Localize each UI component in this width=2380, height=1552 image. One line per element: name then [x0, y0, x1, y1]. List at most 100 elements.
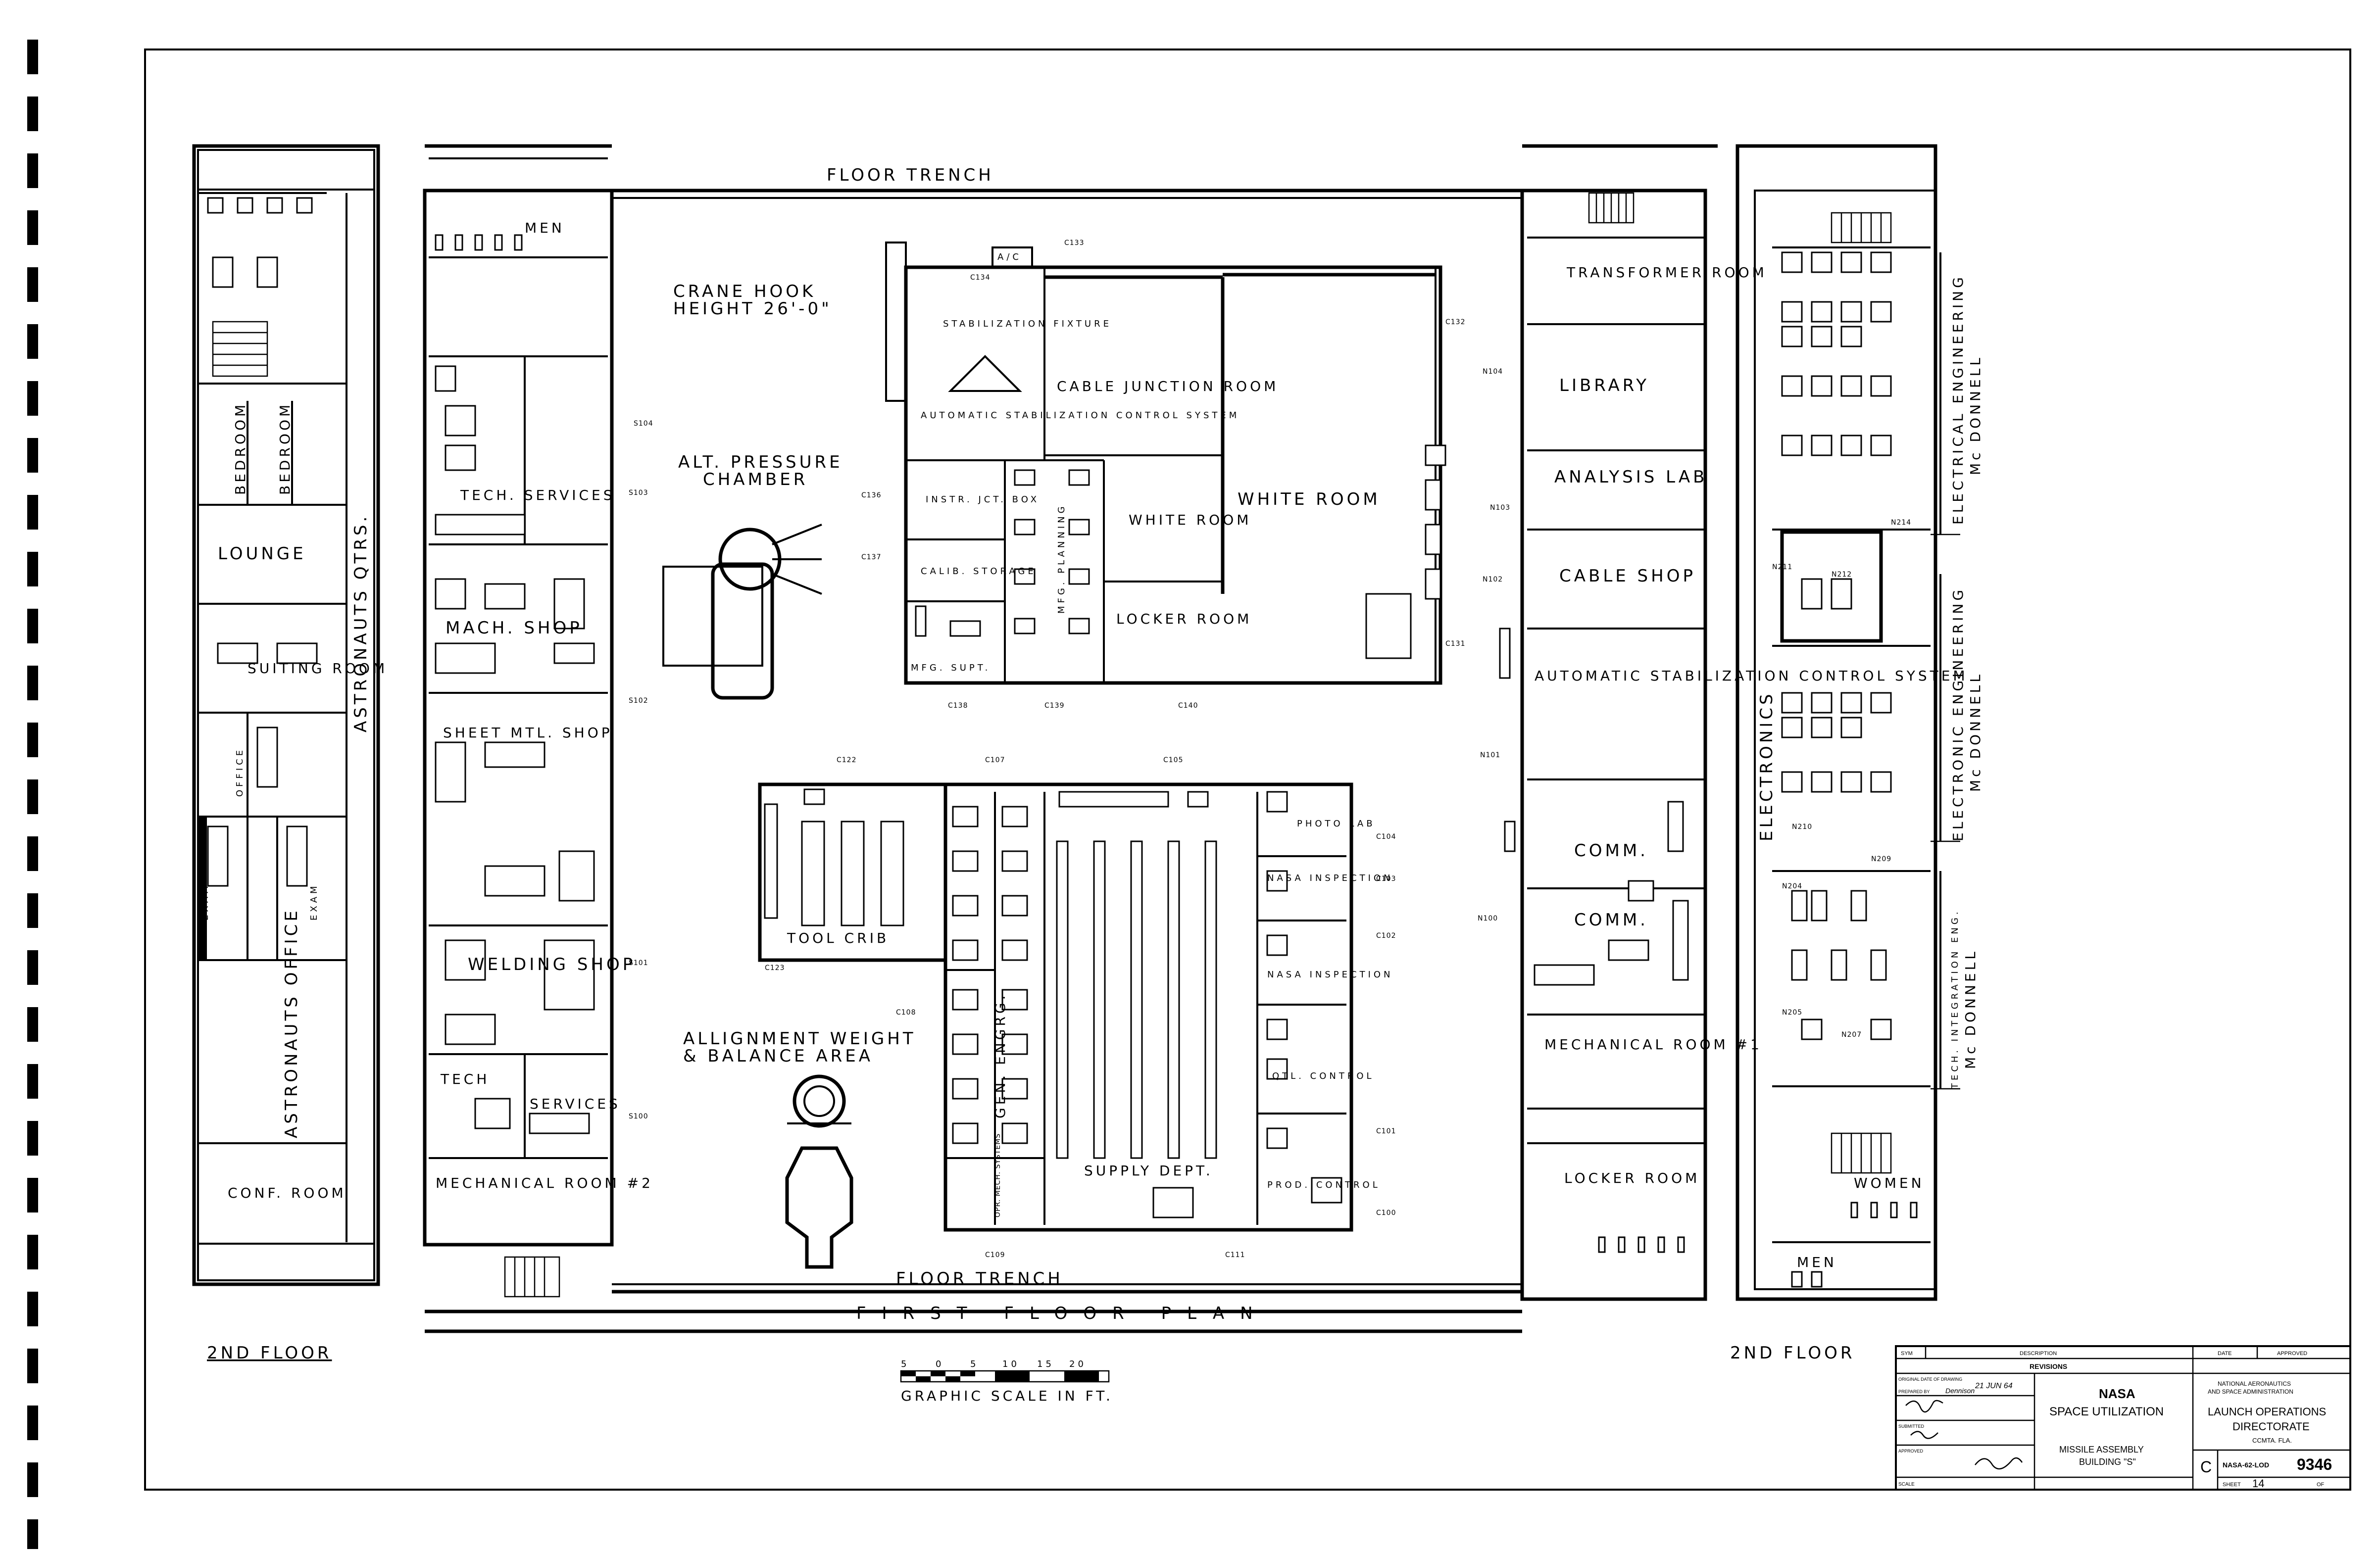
main-hall	[425, 144, 1718, 1333]
door-tag: N214	[1891, 519, 1911, 527]
tb-location: CCMTA. FLA.	[2252, 1437, 2292, 1444]
room-label: SERVICES	[530, 1096, 621, 1112]
door-tag: C123	[765, 964, 785, 972]
room-label: MFG. SUPT.	[911, 663, 991, 673]
door-tag: S101	[629, 959, 648, 967]
door-tag: N207	[1841, 1031, 1862, 1039]
floor-trench-label: FLOOR TRENCH	[896, 1269, 1063, 1289]
door-tag: N205	[1782, 1009, 1802, 1017]
door-tag: N211	[1772, 563, 1792, 571]
door-tag: C103	[1376, 875, 1396, 883]
door-tag: S103	[629, 489, 648, 497]
room-label: OFFICE	[235, 747, 245, 797]
tb-building-line2: BUILDING "S"	[2079, 1457, 2136, 1467]
door-tag: C102	[1376, 932, 1396, 940]
door-tag: C139	[1044, 702, 1065, 710]
room-label: MEN	[1797, 1254, 1837, 1270]
room-label: INSTR. JCT. BOX	[926, 494, 1040, 505]
lower-center-complex: TOOL CRIB GEN. ENGRG. OPR. MECH. SYSTEMS…	[758, 756, 1396, 1259]
door-tag: N102	[1483, 576, 1503, 583]
scale-tick: 5	[970, 1359, 979, 1369]
left-shops-block: MEN TECH. SERVICES MACH. SHOP SHEET MTL.…	[423, 144, 653, 1298]
graphic-scale: 5 0 5 10 15 20 GRAPHIC SCALE IN FT.	[900, 1359, 1113, 1404]
desk-grid	[1781, 251, 1892, 1040]
room-label: LOUNGE	[218, 544, 306, 564]
tb-col-approved: APPROVED	[2277, 1351, 2307, 1357]
tb-prepared-by-label: PREPARED BY	[1898, 1389, 1930, 1394]
room-label: QTL. CONTROL	[1272, 1071, 1375, 1081]
room-label: STABILIZATION FIXTURE	[943, 319, 1112, 329]
alt-pressure-chamber	[662, 524, 822, 700]
scale-tick: 5	[901, 1359, 909, 1369]
tb-project-line1: NASA	[2099, 1386, 2135, 1401]
door-tag: N103	[1490, 504, 1510, 512]
door-tag: N204	[1782, 882, 1802, 890]
room-label: WHITE ROOM	[1129, 512, 1251, 528]
department-label: Mc DONNELL	[1967, 672, 1983, 792]
room-label: A/C	[997, 252, 1022, 262]
room-label: MEN	[525, 220, 565, 236]
door-tag: C111	[1225, 1251, 1245, 1259]
room-label: BEDROOM	[277, 402, 293, 495]
tb-col-date: DATE	[2218, 1351, 2232, 1357]
door-tag: C140	[1178, 702, 1198, 710]
scale-tick: 10	[1002, 1359, 1020, 1369]
alignment-area	[785, 1074, 853, 1269]
binder-holes	[27, 40, 38, 1549]
door-tag: N104	[1483, 368, 1503, 376]
tb-original-date: 21 JUN 64	[1975, 1382, 2013, 1390]
signature-mark	[1910, 1431, 1938, 1439]
scale-label: GRAPHIC SCALE IN FT.	[901, 1388, 1113, 1404]
room-label: MFG. PLANNING	[1056, 503, 1067, 614]
room-label: MECHANICAL ROOM #1	[1544, 1036, 1762, 1053]
room-label: LOCKER ROOM	[1564, 1170, 1700, 1186]
title-block: SYM DESCRIPTION DATE APPROVED REVISIONS …	[1895, 1345, 2351, 1491]
tb-sheet-label: SHEET	[2223, 1482, 2241, 1488]
scale-tick: 20	[1069, 1359, 1087, 1369]
tb-drawing-no-prefix: NASA-62-LOD	[2223, 1461, 2269, 1469]
tb-sheet-no: 14	[2252, 1477, 2264, 1490]
door-tag: S102	[629, 697, 648, 705]
door-tag: C100	[1376, 1209, 1396, 1217]
room-label: NASA INSPECTION	[1267, 970, 1393, 980]
door-tag: C107	[985, 756, 1005, 764]
room-label: WHITE ROOM	[1238, 489, 1381, 509]
signature-mark	[1905, 1400, 1943, 1413]
room-label: WELDING SHOP	[468, 955, 636, 974]
room-label: LOCKER ROOM	[1116, 611, 1252, 627]
door-tag: C133	[1064, 239, 1085, 247]
room-label: ASTRONAUTS OFFICE	[282, 908, 301, 1138]
department-label: ELECTRONIC ENGINEERING	[1950, 587, 1966, 841]
room-label: LIBRARY	[1559, 376, 1649, 395]
alignment-label: & BALANCE AREA	[683, 1046, 873, 1066]
door-tag: C137	[861, 553, 882, 561]
door-tag: C134	[970, 274, 991, 282]
door-tag: N209	[1871, 855, 1891, 863]
room-label: MACH. SHOP	[446, 618, 583, 638]
room-label: CONF. ROOM	[228, 1185, 347, 1201]
right-center-block: TRANSFORMER ROOM LIBRARY ANALYSIS LAB CA…	[1478, 189, 1968, 1301]
door-tag: C105	[1163, 756, 1184, 764]
door-tag: S104	[634, 420, 653, 428]
door-tag: N210	[1792, 823, 1812, 831]
crane-hook-label: CRANE HOOK	[673, 282, 816, 301]
room-label: EXAM	[200, 883, 210, 921]
tb-original-date-label: ORIGINAL DATE OF DRAWING	[1898, 1377, 1962, 1382]
room-label: NASA INSPECTION	[1267, 873, 1393, 883]
tb-revisions: REVISIONS	[2030, 1362, 2067, 1370]
department-label: TECH. INTEGRATION ENG.	[1950, 909, 1960, 1089]
door-tag: N212	[1832, 571, 1852, 579]
room-label: CABLE SHOP	[1559, 566, 1696, 586]
wing-vertical-label: ELECTRONICS	[1757, 691, 1777, 841]
wing-vertical-label: ASTRONAUTS QTRS.	[351, 514, 371, 732]
room-label: PHOTO LAB	[1297, 819, 1376, 829]
room-label: AUTOMATIC STABILIZATION CONTROL SYSTEM	[1535, 668, 1968, 684]
department-label: Mc DONNELL	[1962, 949, 1979, 1069]
department-label: ELECTRICAL ENGINEERING	[1950, 274, 1966, 525]
door-tag: C104	[1376, 833, 1396, 841]
tb-of-label: OF	[2317, 1482, 2325, 1488]
door-tag: C108	[896, 1009, 916, 1017]
room-label: TRANSFORMER ROOM	[1566, 264, 1767, 281]
door-tag: C132	[1445, 318, 1466, 326]
room-label: TOOL CRIB	[787, 930, 889, 946]
